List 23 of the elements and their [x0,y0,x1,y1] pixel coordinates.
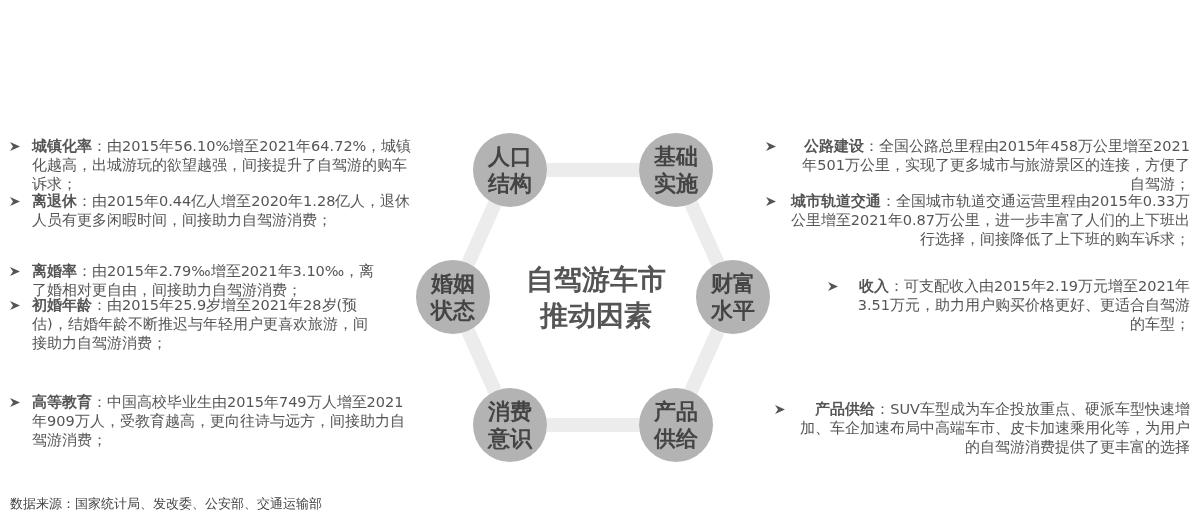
hexagon-edge [547,163,639,177]
factor-circle: 婚姻状态 [416,260,490,334]
bullet-text: 收入：可支配收入由2015年2.19万元增至2021年3.51万元，助力用户购买价格更好、更适合自驾游的车型； [856,277,1190,334]
factor-circle: 人口结构 [473,133,547,207]
bullet-text: 初婚年龄：由2015年25.9岁增至2021年28岁(预估)，结婚年龄不断推迟与年轻用户更喜欢旅游，间接助力自驾游消费； [32,296,369,353]
bullet-text: 离退休：由2015年0.44亿人增至2020年1.28亿人，退休人员有更多闲暇时间，间接助力自驾游消费； [32,192,412,230]
factor-circle: 财富水平 [696,260,770,334]
hexagon-edge [684,327,725,395]
hexagon-edge [684,200,725,267]
factor-circle: 基础实施 [639,133,713,207]
center-title: 自驾游车市推动因素 [525,262,667,334]
source-note: 数据来源：国家统计局、发改委、公安部、交通运输部 [10,495,323,513]
bullet-text: 离婚率：由2015年2.79‰增至2021年3.10‰，离了婚相对更自由，间接助力自驾游消费； [32,262,376,299]
bullet-text: 公路建设：全国公路总里程由2015年458万公里增至2021年501万公里，实现了更多城市与旅游景区的连接，方便了自驾游； [801,137,1190,193]
bullet-text: 高等教育：中国高校毕业生由2015年749万人增至2021年909万人，受教育越高，更向往诗与远方，间接助力自驾游消费； [32,393,406,450]
hexagon-edge [461,327,502,395]
hexagon-edge [547,418,639,432]
bullet-text: 城市轨道交通：全国城市轨道交通运营里程由2015年0.33万公里增至2021年0.87万公里，进一步丰富了人们的上下班出行选择，间接降低了上下班的购车诉求； [790,192,1190,249]
factor-circle: 消费意识 [473,388,547,462]
factor-circle: 产品供给 [639,388,713,462]
bullet-text: 产品供给：SUV车型成为车企投放重点、硬派车型快速增加、车企加速布局中高端车市、皮卡加速乘用化等，为用户的自驾游消费提供了更丰富的选择 [799,400,1190,457]
hexagon-edge [461,200,502,267]
bullet-text: 城镇化率：由2015年56.10%增至2021年64.72%，城镇化越高，出城游玩的欲望越强，间接提升了自驾游的购车诉求； [32,137,413,193]
